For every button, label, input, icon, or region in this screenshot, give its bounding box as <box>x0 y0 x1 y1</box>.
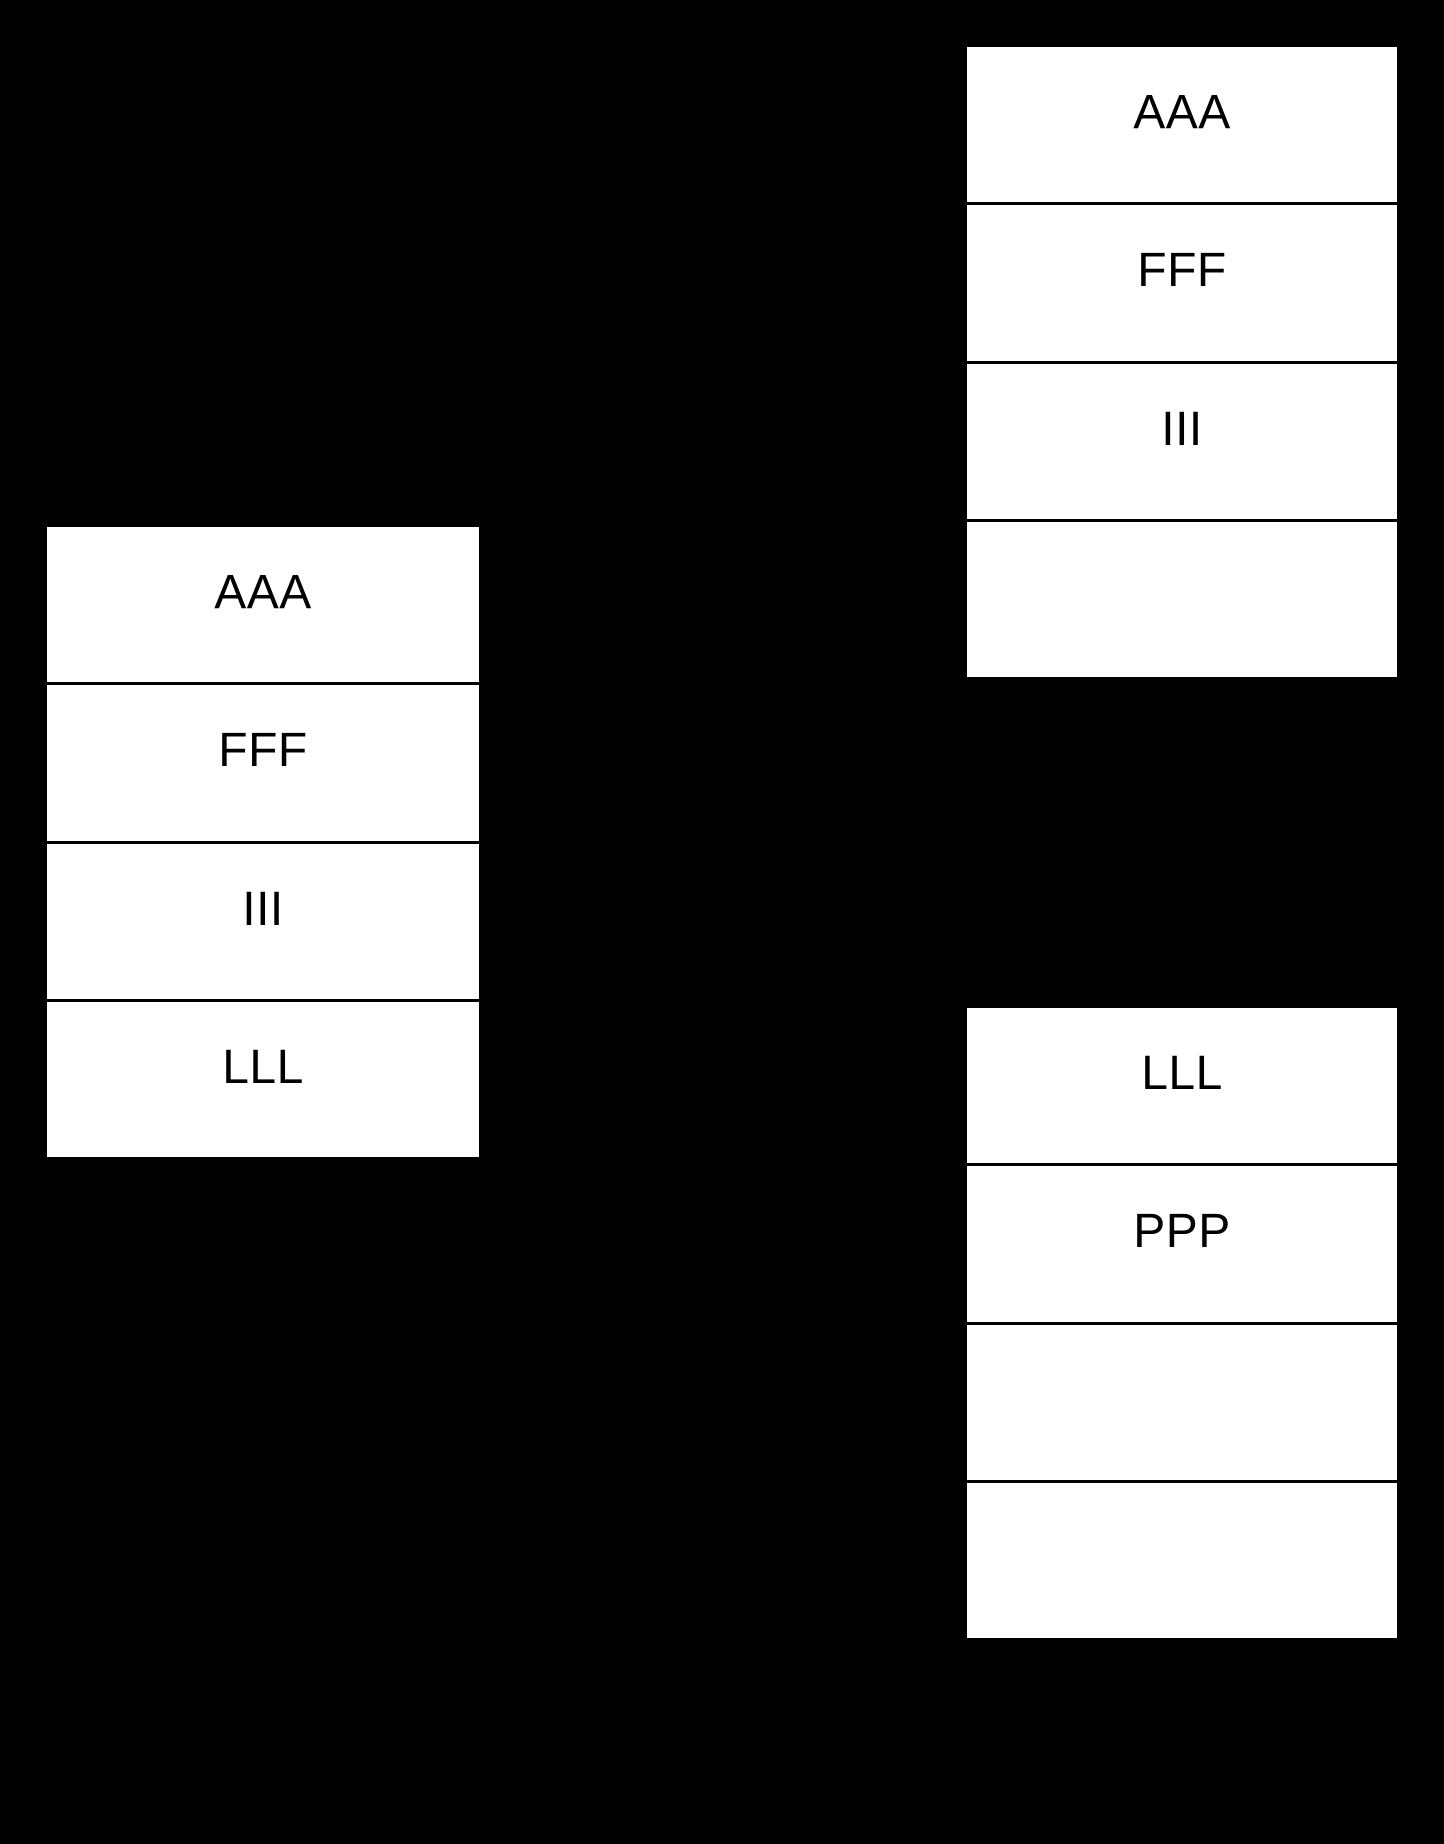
cell-label <box>967 1525 1397 1573</box>
right-bottom-table[interactable]: LLL PPP <box>964 1005 1400 1641</box>
cell-label: FFF <box>1137 244 1227 298</box>
cell-label: AAA <box>214 566 312 619</box>
cell-label: LLL <box>222 1040 304 1094</box>
table-row[interactable]: III <box>47 843 479 1002</box>
table-row-empty[interactable] <box>967 521 1397 677</box>
table-row[interactable]: III <box>967 363 1397 522</box>
table-row[interactable]: AAA <box>967 47 1397 206</box>
table-row[interactable]: FFF <box>967 205 1397 364</box>
cell-label: LLL <box>1141 1047 1223 1100</box>
cell-label: AAA <box>1133 86 1231 139</box>
table-row-empty[interactable] <box>967 1324 1397 1483</box>
table-row[interactable]: LLL <box>967 1008 1397 1167</box>
table-row[interactable]: AAA <box>47 527 479 686</box>
cell-label: III <box>1161 402 1203 456</box>
cell-label <box>967 564 1397 612</box>
table-row[interactable]: LLL <box>47 1001 479 1157</box>
table-row[interactable]: PPP <box>967 1166 1397 1325</box>
cell-label: FFF <box>218 724 308 778</box>
left-table[interactable]: AAA FFF III LLL <box>44 524 482 1160</box>
table-row-empty[interactable] <box>967 1482 1397 1638</box>
right-top-table[interactable]: AAA FFF III <box>964 44 1400 680</box>
cell-label <box>967 1367 1397 1415</box>
cell-label: PPP <box>1133 1205 1231 1259</box>
table-row[interactable]: FFF <box>47 685 479 844</box>
cell-label: III <box>242 882 284 936</box>
